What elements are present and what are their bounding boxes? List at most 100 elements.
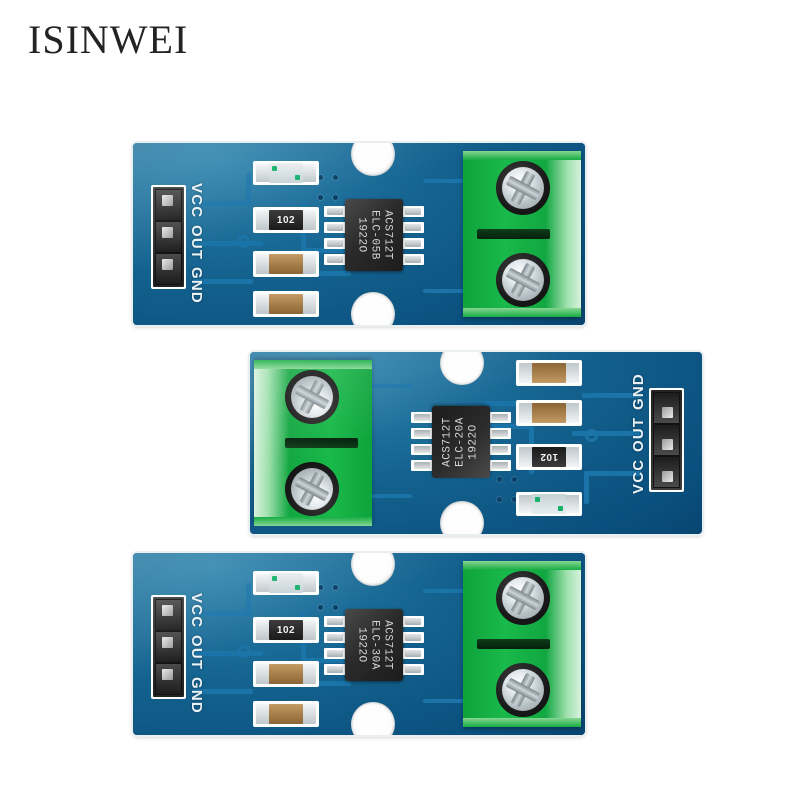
silkscreen-label-gnd-1: GND <box>188 267 205 304</box>
trace <box>246 173 251 205</box>
trace <box>193 651 263 656</box>
trace <box>193 279 253 284</box>
ic-acs712-3: ACS712T ELC-30A 1922O <box>324 609 424 681</box>
pin-out[interactable] <box>155 631 182 663</box>
via-ring <box>237 645 250 658</box>
ic-marking-line2-2: ELC-20A <box>454 417 467 467</box>
sensor-module-board-1[interactable]: VCC OUT GND 102 <box>133 143 585 325</box>
smd-resistor-b-1 <box>253 291 319 317</box>
smd-led-3 <box>253 571 319 595</box>
mounting-hole-bottom-2 <box>440 352 484 385</box>
silkscreen-label-gnd-3: GND <box>188 677 205 714</box>
via <box>318 605 323 610</box>
board-3-content: VCC OUT GND 102 <box>133 553 585 735</box>
ic-marking-line3-3: 1922O <box>355 627 368 663</box>
resistor-marking-2: 102 <box>532 447 566 467</box>
smd-resistor-b-3 <box>253 701 319 727</box>
sensor-module-board-2[interactable]: VCC OUT GND 102 <box>250 352 702 534</box>
ic-marking-1: ACS712T ELC-05B 1922O <box>355 210 394 260</box>
terminal-screw-bottom-1[interactable] <box>496 253 551 307</box>
ic-marking-line2-3: ELC-30A <box>368 620 381 670</box>
trace <box>193 611 251 616</box>
trace <box>193 689 253 694</box>
ic-pins-left-3 <box>324 609 346 681</box>
terminal-screw-top-2[interactable] <box>284 462 339 516</box>
mounting-hole-top-2 <box>440 501 484 534</box>
trace <box>301 271 351 276</box>
ic-marking-line1-2: ACS712T <box>441 417 454 467</box>
smd-resistor-102-2: 102 <box>516 444 582 470</box>
silkscreen-label-out-2: OUT <box>630 416 647 452</box>
ic-marking-line3-2: 1922O <box>467 424 480 460</box>
smd-led-2 <box>516 492 582 516</box>
pin-out[interactable] <box>155 221 182 253</box>
mounting-hole-top-1 <box>351 143 395 176</box>
via <box>333 195 338 200</box>
smd-resistor-a-1 <box>253 251 319 277</box>
resistor-marking-1: 102 <box>269 210 303 230</box>
silkscreen-label-out-1: OUT <box>188 225 205 261</box>
via <box>512 477 517 482</box>
terminal-screw-bottom-2[interactable] <box>284 370 339 424</box>
trace <box>193 241 263 246</box>
pin-gnd[interactable] <box>155 663 182 695</box>
ic-pins-left-2 <box>489 406 511 478</box>
screw-terminal-block-3[interactable] <box>463 561 581 727</box>
via <box>318 585 323 590</box>
silkscreen-label-gnd-2: GND <box>630 373 647 410</box>
board-1-content: VCC OUT GND 102 <box>133 143 585 325</box>
pin-header-1[interactable] <box>151 185 186 289</box>
via <box>318 195 323 200</box>
screw-terminal-block-1[interactable] <box>463 151 581 317</box>
ic-marking-line3-1: 1922O <box>355 217 368 253</box>
mounting-hole-top-3 <box>351 553 395 586</box>
silkscreen-label-vcc-3: VCC <box>188 593 205 629</box>
trace <box>301 681 351 686</box>
ic-marking-2: ACS712T ELC-20A 1922O <box>442 417 481 467</box>
screw-terminal-block-2[interactable] <box>254 360 372 526</box>
pin-vcc[interactable] <box>155 189 182 221</box>
trace <box>301 658 346 663</box>
brand-logo: ISINWEI <box>28 17 189 62</box>
resistor-marking-3: 102 <box>269 620 303 640</box>
pin-gnd[interactable] <box>653 392 680 424</box>
smd-resistor-a-3 <box>253 661 319 687</box>
terminal-screw-bottom-3[interactable] <box>496 663 551 717</box>
silkscreen-label-vcc-1: VCC <box>188 183 205 219</box>
via <box>318 175 323 180</box>
pin-out[interactable] <box>653 424 680 456</box>
trace <box>193 201 251 206</box>
smd-resistor-a-2 <box>516 400 582 426</box>
board-2-content: VCC OUT GND 102 <box>250 352 702 534</box>
terminal-screw-top-3[interactable] <box>496 571 551 625</box>
via <box>333 605 338 610</box>
pin-vcc[interactable] <box>653 456 680 488</box>
ic-marking-3: ACS712T ELC-30A 1922O <box>355 620 394 670</box>
smd-led-1 <box>253 161 319 185</box>
via-ring <box>585 429 598 442</box>
terminal-screw-top-1[interactable] <box>496 161 551 215</box>
mounting-hole-bottom-3 <box>351 702 395 735</box>
ic-pins-right-3 <box>402 609 424 681</box>
ic-pins-left-1 <box>324 199 346 271</box>
trace <box>246 583 251 615</box>
ic-acs712-2: ACS712T ELC-20A 1922O <box>411 406 511 478</box>
ic-pins-right-2 <box>411 406 433 478</box>
pin-gnd[interactable] <box>155 253 182 285</box>
pin-header-2[interactable] <box>649 388 684 492</box>
ic-pins-right-1 <box>402 199 424 271</box>
smd-resistor-b-2 <box>516 360 582 386</box>
via-ring <box>237 235 250 248</box>
ic-marking-line1-3: ACS712T <box>381 620 394 670</box>
silkscreen-label-vcc-2: VCC <box>630 458 647 494</box>
via <box>333 175 338 180</box>
ic-marking-line1-1: ACS712T <box>381 210 394 260</box>
silkscreen-label-out-3: OUT <box>188 635 205 671</box>
sensor-module-board-3[interactable]: VCC OUT GND 102 <box>133 553 585 735</box>
ic-marking-line2-1: ELC-05B <box>368 210 381 260</box>
via <box>497 497 502 502</box>
via <box>333 585 338 590</box>
pin-header-3[interactable] <box>151 595 186 699</box>
pin-vcc[interactable] <box>155 599 182 631</box>
